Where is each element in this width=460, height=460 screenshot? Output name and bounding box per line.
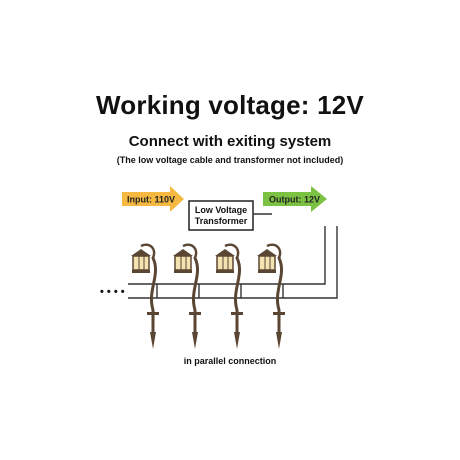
subtitle: Connect with exiting system: [128, 133, 332, 150]
lamp-body: [258, 255, 276, 271]
lamp-spike: [150, 332, 156, 349]
transformer-rect: [188, 200, 254, 231]
lamp-base: [132, 270, 150, 273]
note: (The low voltage cable and transformer n…: [116, 155, 344, 165]
lamp-stake: [234, 256, 242, 337]
lamp-group: [131, 243, 285, 349]
footer-caption: in parallel connection: [183, 356, 277, 366]
page-title: Working voltage: 12V: [96, 90, 364, 120]
input-arrow: Input: 110V: [122, 186, 184, 212]
lamp-base: [258, 270, 276, 273]
output-arrow-shape: [263, 186, 327, 212]
lamp-spike: [192, 332, 198, 349]
wire-bottom-run: [128, 226, 338, 299]
transformer-box: Low Voltage Transformer: [188, 200, 254, 231]
lamp-cap: [131, 249, 151, 256]
lamp-3: [215, 243, 243, 349]
wire-top-run: [128, 226, 326, 285]
lamp-hook: [266, 243, 282, 259]
lamp-collar: [273, 312, 285, 315]
lamp-cap: [173, 249, 193, 256]
output-arrow: Output: 12V: [263, 186, 327, 212]
lamp-stake: [150, 256, 158, 337]
transformer-label-1: Low Voltage: [195, 205, 247, 215]
lamp-2: [173, 243, 201, 349]
transformer-label-2: Transformer: [195, 216, 248, 226]
lamp-cap: [257, 249, 277, 256]
lamp-hook: [224, 243, 240, 259]
lamp-collar: [189, 312, 201, 315]
lamp-spike: [276, 332, 282, 349]
lamp-stake: [192, 256, 200, 337]
output-label: Output: 12V: [269, 195, 320, 205]
lamp-base: [216, 270, 234, 273]
lamp-1: [131, 243, 159, 349]
lamp-cap: [215, 249, 235, 256]
lamp-body: [174, 255, 192, 271]
lamp-4: [257, 243, 285, 349]
lamp-stake: [276, 256, 284, 337]
lamp-base: [174, 270, 192, 273]
lamp-collar: [147, 312, 159, 315]
input-arrow-shape: [122, 186, 184, 212]
ellipsis: • • • •: [100, 286, 125, 298]
lamp-hook: [182, 243, 198, 259]
wires: [128, 213, 338, 299]
lamp-hook: [140, 243, 156, 259]
lamp-collar: [231, 312, 243, 315]
lamp-body: [132, 255, 150, 271]
lamp-body: [216, 255, 234, 271]
input-label: Input: 110V: [127, 195, 175, 205]
lamp-spike: [234, 332, 240, 349]
